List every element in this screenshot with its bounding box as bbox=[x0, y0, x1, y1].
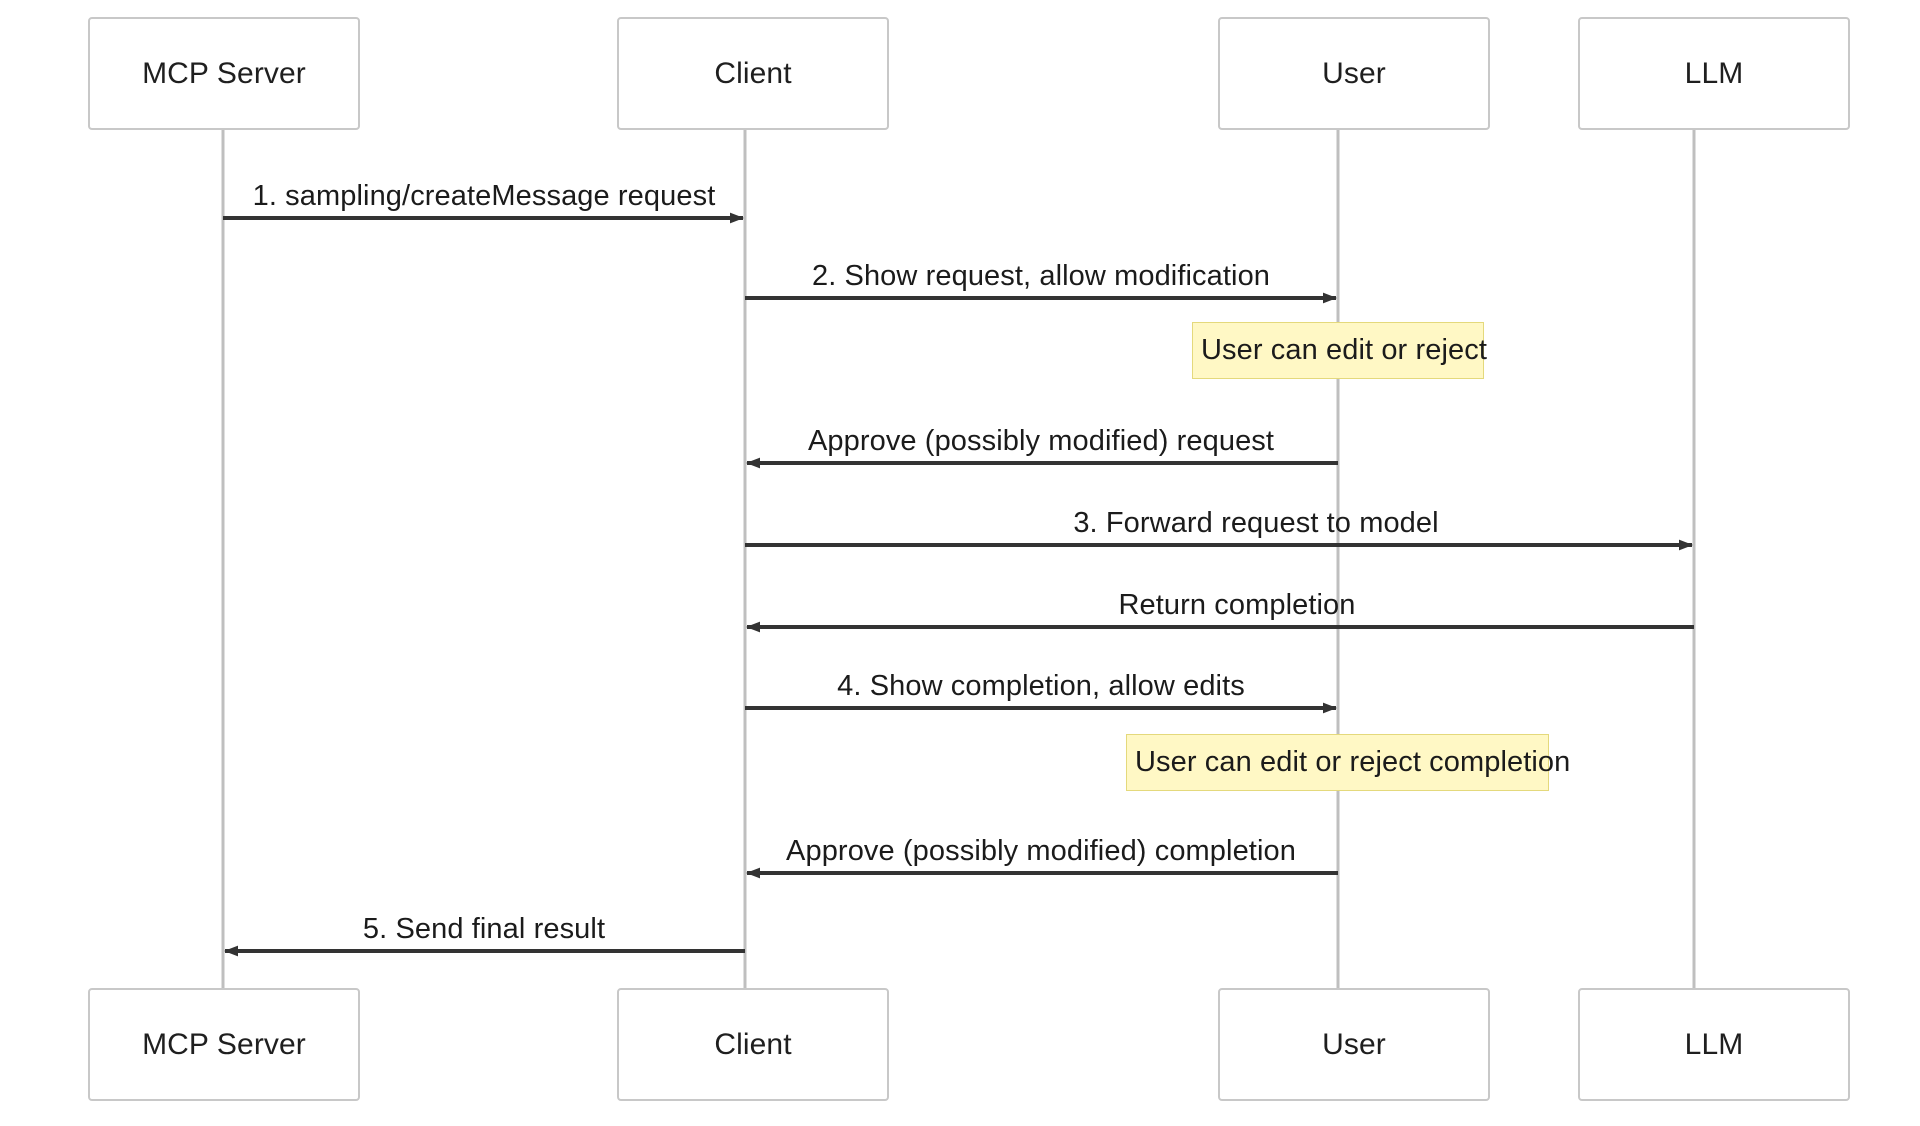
actor-box-llm-bottom[interactable]: LLM bbox=[1578, 988, 1850, 1101]
actor-box-user-top[interactable]: User bbox=[1218, 17, 1490, 130]
actor-box-mcp-server-bottom[interactable]: MCP Server bbox=[88, 988, 360, 1101]
note-label-1: User can edit or reject bbox=[1201, 334, 1487, 366]
actor-label-user-bottom: User bbox=[1322, 1027, 1386, 1061]
actor-label-client-bottom: Client bbox=[714, 1027, 792, 1061]
message-label-4: 3. Forward request to model bbox=[1073, 507, 1439, 539]
actor-box-client-top[interactable]: Client bbox=[617, 17, 889, 130]
message-label-2: 2. Show request, allow modification bbox=[811, 260, 1271, 292]
message-label-1: 1. sampling/createMessage request bbox=[252, 180, 716, 212]
message-label-5: Return completion bbox=[1118, 589, 1356, 621]
message-label-8: 5. Send final result bbox=[362, 913, 606, 945]
message-label-3: Approve (possibly modified) request bbox=[807, 425, 1275, 457]
message-arrows-group bbox=[223, 212, 1694, 957]
actor-box-user-bottom[interactable]: User bbox=[1218, 988, 1490, 1101]
actor-label-client-top: Client bbox=[714, 56, 792, 90]
message-label-7: Approve (possibly modified) completion bbox=[786, 835, 1296, 867]
actor-label-mcp-server-bottom: MCP Server bbox=[142, 1027, 306, 1061]
note-label-2: User can edit or reject completion bbox=[1135, 746, 1571, 778]
message-label-6: 4. Show completion, allow edits bbox=[837, 670, 1245, 702]
note-user-can-edit-or-reject: User can edit or reject bbox=[1192, 322, 1487, 379]
actor-box-client-bottom[interactable]: Client bbox=[617, 988, 889, 1101]
note-user-can-edit-or-reject-completion: User can edit or reject completion bbox=[1126, 734, 1570, 791]
lifelines-group bbox=[221, 130, 1696, 988]
actor-label-llm-top: LLM bbox=[1684, 56, 1744, 90]
actor-box-mcp-server-top[interactable]: MCP Server bbox=[88, 17, 360, 130]
actor-label-llm-bottom: LLM bbox=[1684, 1027, 1744, 1061]
actor-label-user-top: User bbox=[1322, 56, 1386, 90]
actor-box-llm-top[interactable]: LLM bbox=[1578, 17, 1850, 130]
actor-label-mcp-server-top: MCP Server bbox=[142, 56, 306, 90]
